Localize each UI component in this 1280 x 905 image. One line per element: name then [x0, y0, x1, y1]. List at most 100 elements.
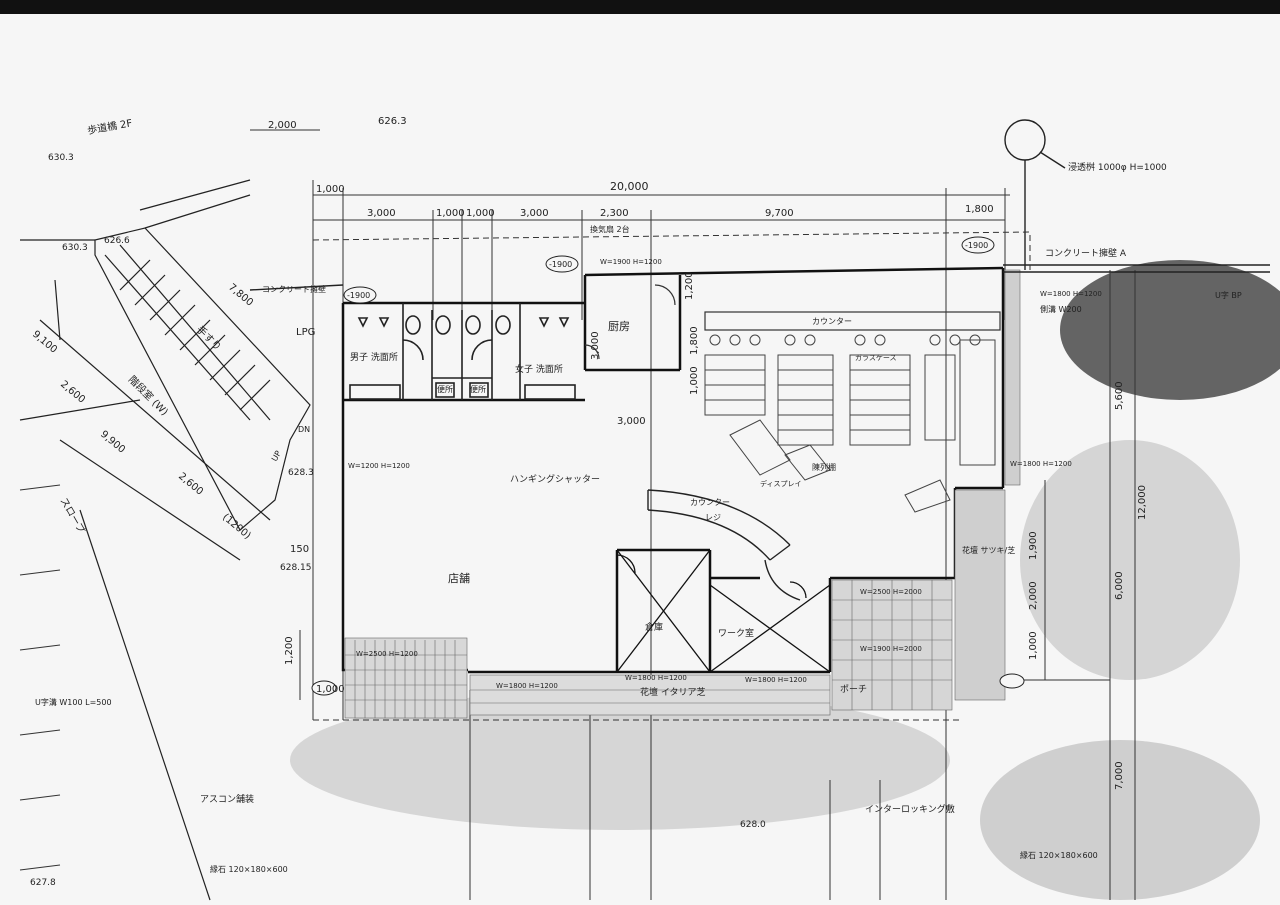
stair-hall: 階段室 (W)	[126, 373, 171, 418]
dim-stair-2600b: 2,600	[176, 471, 205, 498]
dim-right-1000: 1,000	[1028, 631, 1039, 660]
level-left-low: 628.15	[280, 563, 312, 573]
dim-right-total: 12,000	[1137, 485, 1148, 520]
washroom-partitions	[349, 303, 576, 400]
copy-shadow	[290, 690, 950, 830]
dim-left-150: 150	[290, 544, 309, 555]
window-6: W=1800 H=1200	[745, 676, 807, 684]
dim-stair-1200: (1200)	[220, 512, 253, 542]
dim-seg-2: 1,000	[436, 208, 465, 219]
interlocking-label: インターロッキング敷	[865, 803, 955, 815]
shelf-b-label: ガラスケース	[855, 353, 897, 362]
scan-edge-band	[0, 0, 1280, 14]
curb-right-label: 縁石 120×180×600	[1020, 850, 1098, 860]
copy-shadow	[1020, 440, 1240, 680]
window-1: W=1200 H=1200	[348, 462, 410, 470]
women-wash-label: 女子 洗面所	[515, 363, 563, 375]
level-left-mid: 628.3	[288, 468, 314, 478]
concrete-wall-left: コンクリート擁壁	[262, 284, 326, 294]
dim-stair-9900: 9,900	[98, 429, 127, 456]
stair-structure	[19, 179, 311, 901]
parking-lines	[19, 484, 61, 871]
gutter-right-label: 側溝 W200	[1040, 304, 1082, 314]
office-label: ワーク室	[718, 627, 754, 639]
shop-label: 店舗	[448, 571, 470, 585]
kitchen-counter	[584, 284, 1001, 360]
level-circle-mid: -1900	[549, 260, 572, 269]
level-bottom: 628.0	[740, 820, 766, 830]
dim-kitchen-1800: 1,800	[689, 326, 700, 355]
copy-shadow	[980, 740, 1260, 900]
dim-right-bottom: 7,000	[1114, 761, 1125, 790]
dim-seg-6: 9,700	[765, 208, 794, 219]
dim-stair-2600a: 2,600	[58, 379, 87, 406]
hanging-label: ハンギングシャッター	[510, 473, 600, 485]
window-9: W=1800 H=1200	[1010, 460, 1072, 468]
window-5: W=1800 H=1200	[625, 674, 687, 682]
display-shelves	[704, 334, 996, 513]
wc1-label: 便所	[437, 384, 453, 394]
display-label: 陳列棚	[812, 462, 836, 472]
window-8: W=1900 H=2000	[860, 645, 922, 653]
flowerbed-right-label: 花壇 サツキ/芝	[962, 545, 1015, 555]
dim-stair-7800: 7,800	[226, 282, 255, 309]
dimension-lines	[250, 129, 1136, 900]
level-stair-2: 626.6	[104, 236, 130, 246]
cashier-counter	[647, 489, 801, 601]
level-stair-1: 630.3	[62, 243, 88, 253]
property-line	[312, 231, 1031, 721]
dim-kitchen-1000: 1,000	[689, 366, 700, 395]
dim-left-offset: 1,000	[316, 184, 345, 195]
dim-right-2000: 2,000	[1028, 581, 1039, 610]
copy-shadow	[1060, 260, 1280, 400]
lpg-label: LPG	[296, 327, 315, 338]
dim-seg-7: 1,800	[965, 204, 994, 215]
dim-left-1000: 1,000	[316, 684, 345, 695]
exhaust-label: 換気扇 2台	[590, 224, 630, 234]
window-3: W=2500 H=1200	[356, 650, 418, 658]
level-circle-right: -1900	[965, 241, 988, 250]
dim-right-6000: 6,000	[1114, 571, 1125, 600]
u-gutter-label: U字 BP	[1215, 290, 1242, 300]
stair-title: 歩道橋 2F	[86, 116, 133, 137]
window-2: W=1900 H=1200	[600, 258, 662, 266]
retaining-wall	[249, 119, 1270, 291]
window-10: W=1800 H=1200	[1040, 290, 1102, 298]
stock-label: 倉庫	[645, 621, 663, 633]
dim-left-1200: 1,200	[284, 636, 295, 665]
curb-left-label: 縁石 120×180×600	[210, 864, 288, 874]
register-label: レジ	[705, 513, 721, 522]
dim-seg-1: 3,000	[367, 208, 396, 219]
stock-room-cross	[616, 549, 831, 673]
concrete-wall-right: コンクリート擁壁 A	[1045, 247, 1127, 259]
dim-kitchen-1200: 1,200	[684, 271, 695, 300]
men-wash-label: 男子 洗面所	[350, 351, 398, 363]
dim-overall: 20,000	[610, 180, 649, 193]
cashier-label: カウンター	[690, 498, 730, 507]
level-markers	[311, 236, 1025, 696]
wc2-label: 便所	[470, 384, 486, 394]
counter-label: カウンター	[812, 317, 852, 326]
slope-label: スロープ	[57, 496, 87, 536]
level-labels: 626.3 630.3 630.3 626.6 628.3 628.15 628…	[30, 116, 988, 888]
asphalt-label: アスコン舗装	[200, 793, 254, 805]
kitchen-label: 厨房	[608, 320, 630, 333]
level-circle-left: -1900	[347, 291, 370, 300]
level-top: 626.3	[378, 116, 407, 127]
dn-label: DN	[298, 425, 310, 434]
dim-seg-4: 3,000	[520, 208, 549, 219]
level-corner: 627.8	[30, 878, 56, 888]
flowerbed-label: 花壇 イタリア芝	[640, 686, 706, 698]
pole-label: 浸透桝 1000φ H=1000	[1068, 161, 1167, 173]
level-stair-top: 630.3	[48, 153, 74, 163]
dim-right-5600: 5,600	[1114, 381, 1125, 410]
paving-hatch	[344, 269, 1021, 719]
shelf-a-label: ディスプレイ	[760, 479, 802, 488]
window-4: W=1800 H=1200	[496, 682, 558, 690]
window-7: W=2500 H=2000	[860, 588, 922, 596]
dim-seg-3: 1,000	[466, 208, 495, 219]
dim-kitchen-3000v: 3,000	[590, 331, 601, 360]
up-label: UP	[270, 449, 283, 463]
